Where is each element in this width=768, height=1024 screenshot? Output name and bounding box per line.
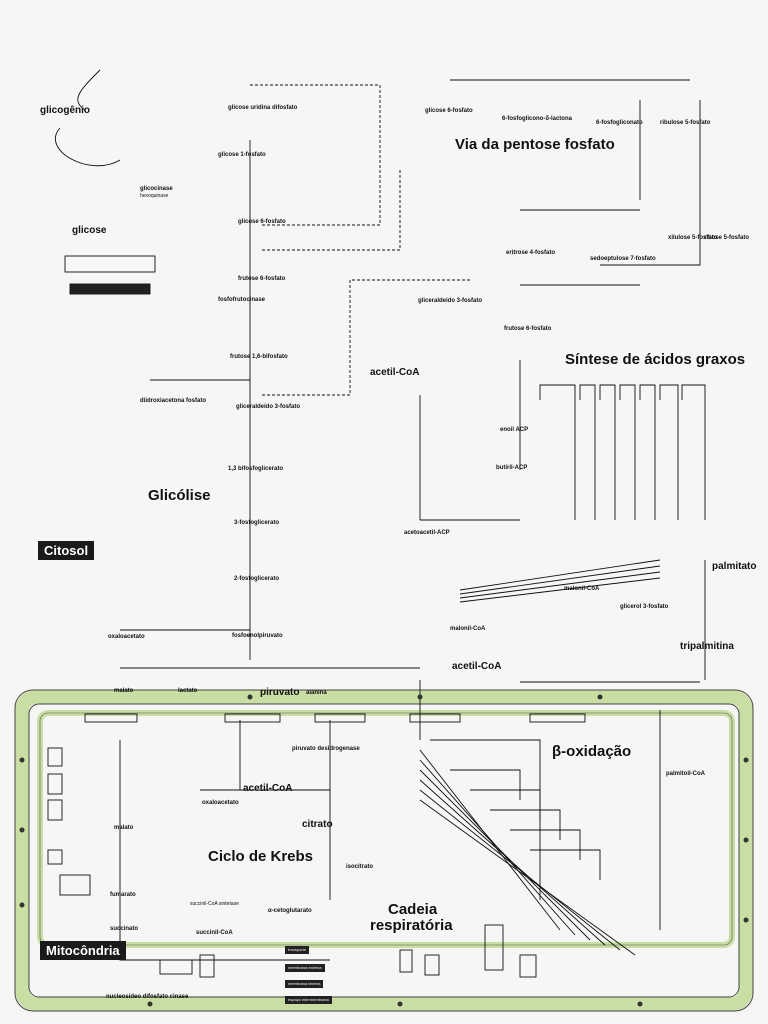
- akg-label: α-cetoglutarato: [268, 908, 312, 914]
- glycerol-3p-label: glicerol 3-fosfato: [620, 604, 669, 610]
- fructose-6p-pentose-label: frutose 6-fosfato: [504, 326, 552, 332]
- enoyl-acp-label: enoil ACP: [500, 427, 529, 433]
- mitochondrion-membrane: [15, 690, 753, 1011]
- succinyl-coa-label: succinil-CoA: [196, 930, 233, 936]
- acetoacetyl-acp-label: acetoacetil-ACP: [404, 530, 450, 536]
- malate-mito-label: malato: [114, 825, 134, 831]
- malonyl-coa-fan-label: malonil-CoA: [564, 586, 600, 592]
- succinyl-synthetase-label: succinil-CoA sintetase: [190, 901, 239, 907]
- respiratory-chain-title-line2: respiratória: [370, 917, 453, 934]
- legend-chip-4: espaço intermembrana: [285, 996, 332, 1004]
- glucose-6p-pentose-label: glicose 6-fosfato: [425, 108, 473, 114]
- malate-cytosol-label: malato: [114, 688, 134, 694]
- fructose-16bp-label: frutose 1,6-bifosfato: [230, 354, 288, 360]
- fatty-acid-synthesis-title: Síntese de ácidos graxos: [565, 351, 746, 368]
- acetyl-coa-bottom-label: acetil-CoA: [452, 661, 502, 672]
- glucose-1p-label: glicose 1-fosfato: [218, 152, 266, 158]
- butyryl-acp-label: butiril-ACP: [496, 465, 528, 471]
- pyruvate-label: piruvato: [260, 687, 300, 698]
- pep-label: fosfoenolpiruvato: [232, 633, 283, 639]
- glucose-label: glicose: [72, 225, 107, 236]
- udp-glucose-label: glicose uridina difosfato: [228, 105, 298, 111]
- nucleoside-dk-label: nucleosídeo difosfato cinase: [106, 994, 189, 1000]
- g3p-pentose-label: gliceraldeído 3-fosfato: [418, 298, 483, 304]
- legend-chip-1: transporte: [285, 946, 310, 954]
- g3p-label: gliceraldeído 3-fosfato: [236, 404, 301, 410]
- mitochondrion-tag: Mitocôndria: [40, 941, 126, 960]
- respiratory-chain-title-line1: Cadeia: [388, 901, 438, 918]
- pg3-label: 3-fosfoglicerato: [234, 520, 280, 526]
- erythrose-4p-label: eritrose 4-fosfato: [506, 250, 556, 256]
- pyruvate-dh-label: piruvato desidrogenase: [292, 746, 360, 752]
- fructose-6p-label: frutose 6-fosfato: [238, 276, 286, 282]
- legend-chip-3: membrana interna: [285, 980, 324, 988]
- bpg-label: 1,3 bifosfoglicerato: [228, 466, 284, 472]
- palmitoyl-coa-label: palmitoil-CoA: [666, 771, 705, 777]
- cytosol-tag: Citosol: [38, 541, 95, 560]
- ribose-5p-label: ribose 5-fosfato: [704, 235, 750, 241]
- pentose-pathway-title: Via da pentose fosfato: [455, 136, 615, 153]
- oxaloacetate-mito-label: oxaloacetato: [202, 800, 239, 806]
- glycolysis-title: Glicólise: [148, 487, 211, 504]
- glucose-6p-label: glicose 6-fosfato: [238, 219, 286, 225]
- beta-oxidation-title: β-oxidação: [552, 743, 632, 760]
- pfk-label: fosfofrutocinase: [218, 297, 266, 303]
- legend-chip-2: membrana externa: [285, 964, 325, 972]
- malonyl-coa-label: malonil-CoA: [450, 626, 486, 632]
- krebs-cycle-title: Ciclo de Krebs: [208, 848, 314, 865]
- citrate-label: citrato: [302, 819, 333, 830]
- acetyl-coa-cytosol-label: acetil-CoA: [370, 367, 420, 378]
- palmitate-label: palmitato: [712, 561, 757, 572]
- glucokinase-label: glicocinase: [140, 186, 173, 192]
- ribulose-5p-label: ribulose 5-fosfato: [660, 120, 711, 126]
- alanine-label: alanina: [306, 690, 327, 696]
- sedoheptulose-7p-label: sedoeptulose 7-fosfato: [590, 256, 656, 262]
- succinate-label: succinato: [110, 926, 139, 932]
- gluconolactone-label: 6-fosfoglicono-δ-lactona: [502, 116, 572, 122]
- glycogen-label: glicogênio: [40, 105, 90, 116]
- lactate-label: lactato: [178, 688, 198, 694]
- fumarate-label: fumarato: [110, 892, 136, 898]
- dhap-label: diidroxiacetona fosfato: [140, 398, 207, 404]
- oxaloacetate-cytosol-label: oxaloacetato: [108, 634, 145, 640]
- hexokinase-label: hexoquinase: [140, 193, 169, 199]
- xylulose-5p-label: xilulose 5-fosfato: [668, 235, 718, 241]
- pg2-label: 2-fosfoglicerato: [234, 576, 280, 582]
- gluconate-6p-label: 6-fosfogliconato: [596, 120, 643, 126]
- isocitrate-label: isocitrato: [346, 864, 374, 870]
- tripalmitin-label: tripalmitina: [680, 641, 734, 652]
- acetyl-coa-mito-label: acetil-CoA: [243, 783, 293, 794]
